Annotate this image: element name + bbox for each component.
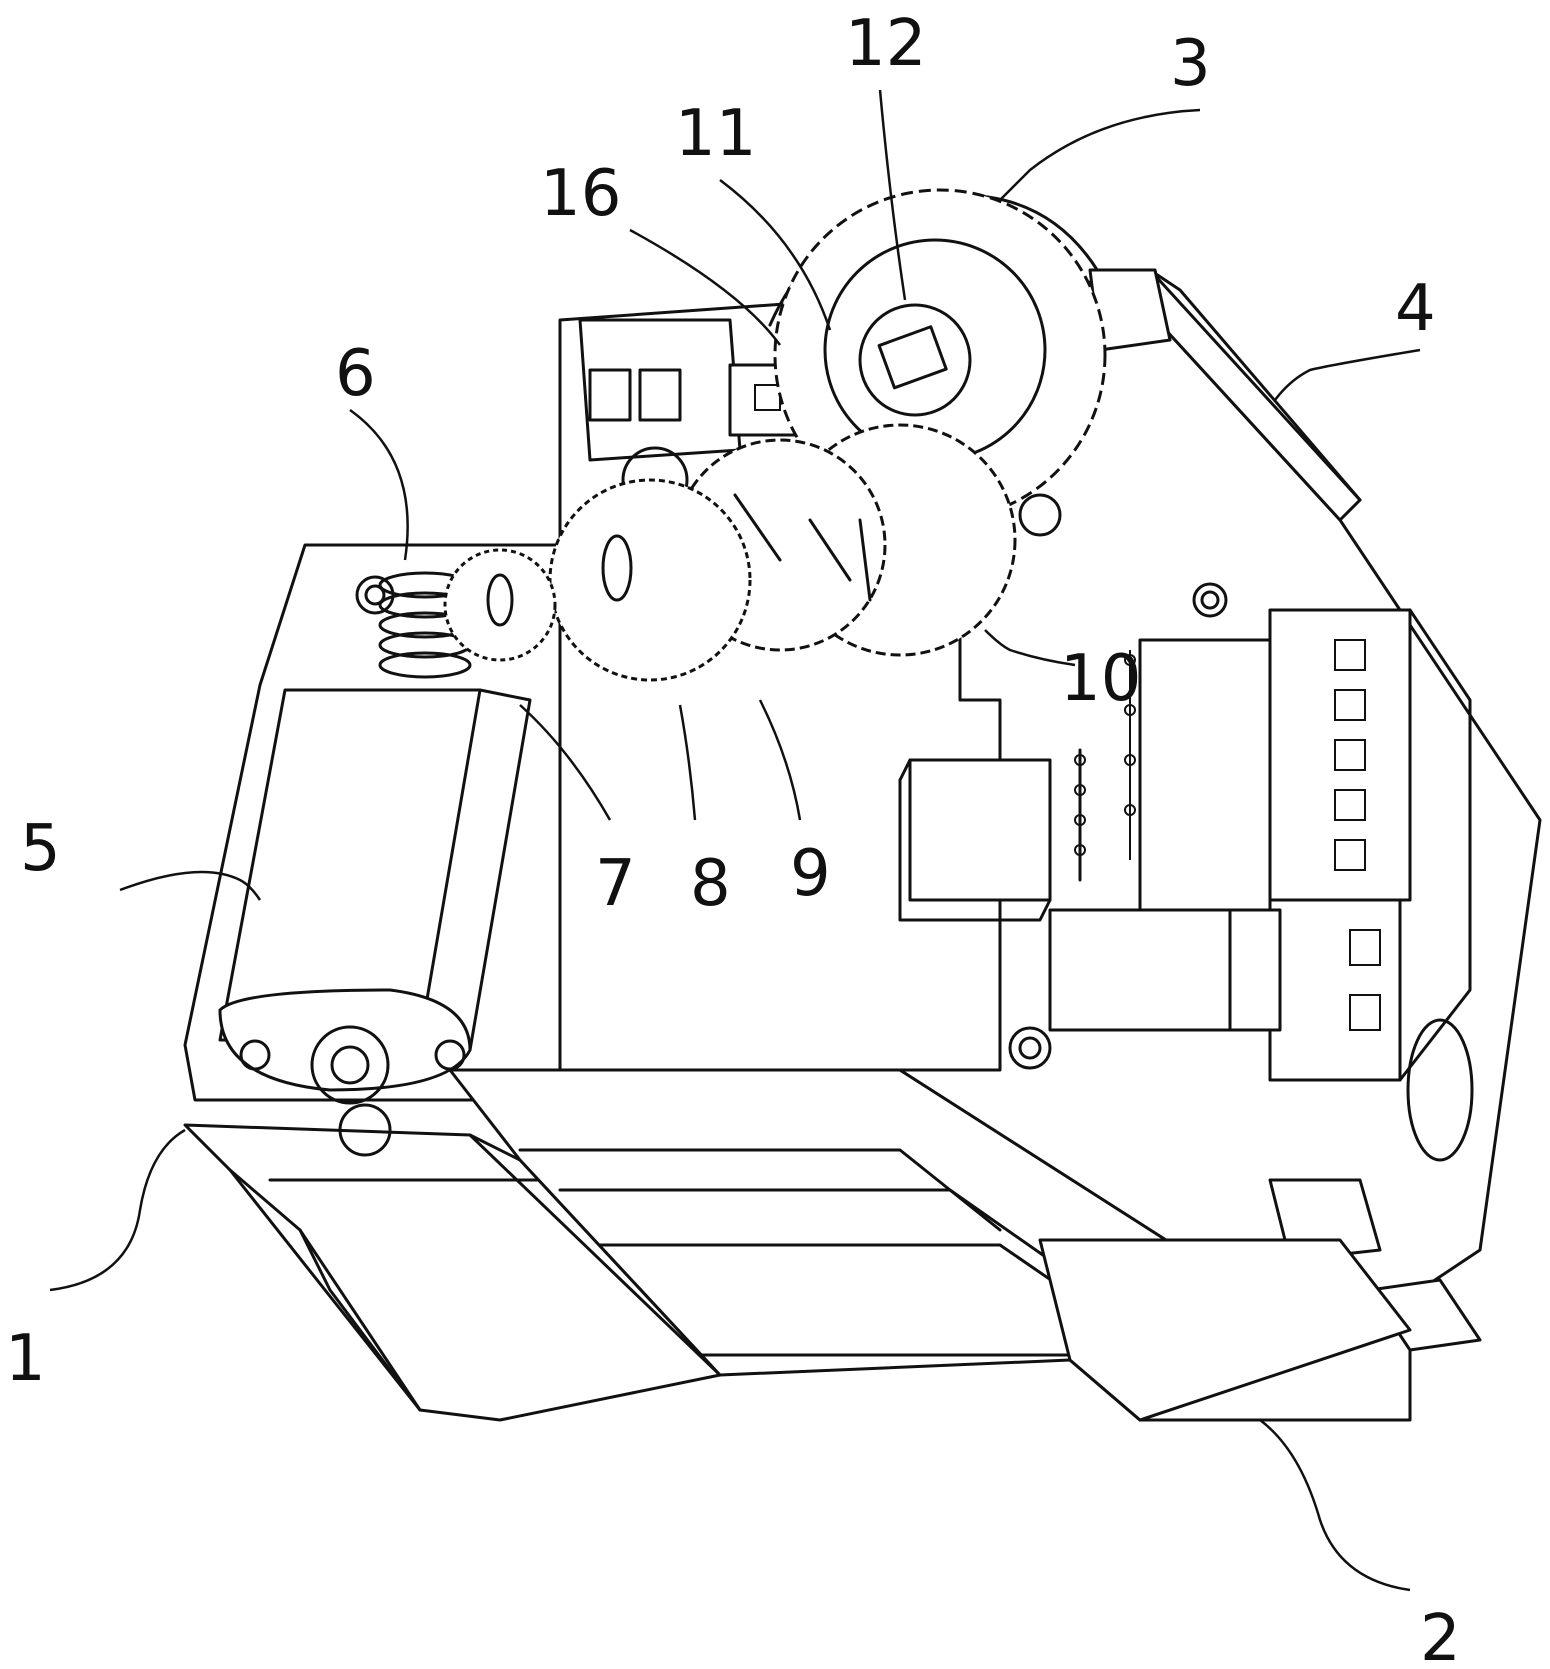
label-6: 6 bbox=[335, 337, 376, 411]
leader-lines bbox=[49, 89, 1421, 1592]
leader-5 bbox=[119, 870, 262, 901]
label-9: 9 bbox=[790, 837, 831, 911]
label-7: 7 bbox=[595, 847, 636, 921]
label-4: 4 bbox=[1395, 272, 1436, 346]
reference-labels: 12 3 11 16 4 6 10 5 7 8 9 1 2 bbox=[5, 7, 1461, 1669]
label-3: 3 bbox=[1170, 27, 1211, 101]
label-8: 8 bbox=[690, 847, 731, 921]
motor bbox=[218, 688, 532, 1157]
leader-11 bbox=[719, 179, 832, 331]
leader-6 bbox=[349, 408, 409, 561]
leader-8 bbox=[678, 704, 697, 821]
gear-train bbox=[443, 188, 1107, 682]
leader-10 bbox=[984, 629, 1076, 667]
leader-2 bbox=[1259, 1419, 1411, 1592]
label-16: 16 bbox=[540, 157, 621, 231]
label-10: 10 bbox=[1060, 642, 1141, 716]
label-12: 12 bbox=[845, 7, 926, 81]
leader-3 bbox=[999, 108, 1201, 201]
top-connectors bbox=[578, 318, 812, 514]
leader-12 bbox=[878, 89, 907, 301]
label-1: 1 bbox=[5, 1322, 46, 1396]
label-11: 11 bbox=[675, 97, 756, 171]
label-5: 5 bbox=[20, 812, 61, 886]
leader-9 bbox=[758, 699, 802, 821]
leader-1 bbox=[49, 1128, 186, 1292]
leader-7 bbox=[519, 704, 612, 821]
label-2: 2 bbox=[1420, 1602, 1461, 1669]
leader-4 bbox=[1274, 348, 1421, 401]
leader-16 bbox=[629, 228, 782, 346]
